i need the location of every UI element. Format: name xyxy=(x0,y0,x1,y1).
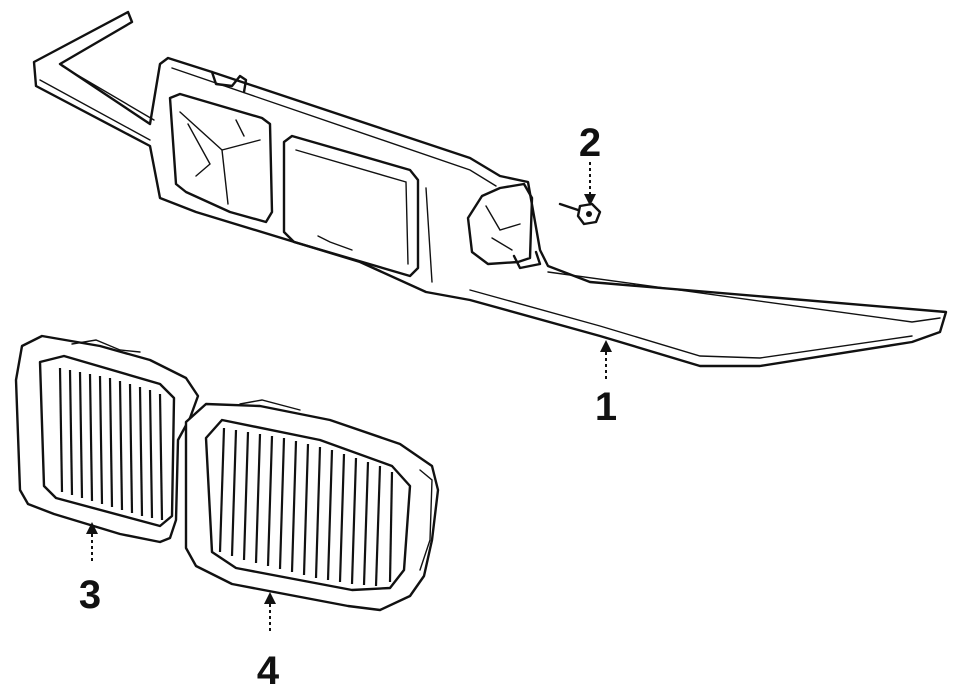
leader-4 xyxy=(264,592,276,634)
callout-3: 3 xyxy=(79,573,101,617)
leader-1 xyxy=(600,340,612,380)
callout-2: 2 xyxy=(579,121,601,165)
leader-3 xyxy=(86,522,98,562)
right-grille xyxy=(184,399,440,612)
callout-1: 1 xyxy=(595,385,617,429)
leader-2 xyxy=(584,162,596,206)
right-grille-slats xyxy=(218,427,394,587)
clip-nut xyxy=(558,202,602,226)
callout-4: 4 xyxy=(257,649,280,693)
header-panel xyxy=(32,10,948,368)
left-grille-slats xyxy=(58,367,164,521)
left-grille xyxy=(14,334,200,544)
